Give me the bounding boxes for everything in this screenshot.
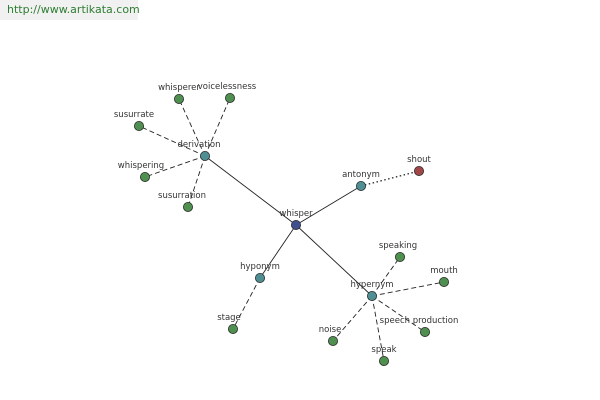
edge-hypernym-speak: [371, 295, 385, 362]
leaf-label-speech-production: speech production: [380, 316, 459, 326]
leaf-node-speech-production[interactable]: speech production: [380, 316, 459, 337]
leaf-label-mouth: mouth: [430, 266, 458, 276]
leaf-dot-whisperer[interactable]: [173, 94, 184, 105]
leaf-node-susurrate[interactable]: susurrate: [114, 110, 154, 132]
edge-derivation-whispering: [144, 155, 206, 178]
leaf-dot-voicelessness[interactable]: [224, 93, 235, 104]
leaf-label-speaking: speaking: [379, 241, 417, 251]
center-label-whisper: whisper: [279, 209, 313, 219]
leaf-dot-speak[interactable]: [378, 355, 389, 366]
leaf-label-whispering: whispering: [118, 161, 164, 171]
center-dot-whisper[interactable]: [290, 219, 301, 230]
edge-whisper-hypernym: [295, 224, 373, 297]
relation-node-hypernym[interactable]: hypernym: [350, 280, 394, 301]
relation-label-derivation: derivation: [177, 140, 220, 150]
leaf-dot-noise[interactable]: [327, 335, 338, 346]
leaf-node-voicelessness[interactable]: voicelessness: [198, 82, 257, 104]
leaf-node-whisperer[interactable]: whisperer: [158, 83, 200, 105]
relation-label-hyponym: hyponym: [240, 262, 280, 272]
edge-hypernym-mouth: [371, 281, 445, 297]
edge-whisper-hyponym: [259, 224, 297, 279]
leaf-label-speak: speak: [371, 345, 396, 355]
edge-derivation-voicelessness: [204, 97, 231, 157]
source-url[interactable]: http://www.artikata.com: [0, 0, 140, 20]
center-node-whisper[interactable]: whisper: [279, 209, 313, 230]
relation-dot-derivation[interactable]: [199, 150, 210, 161]
leaf-node-speak[interactable]: speak: [371, 345, 397, 366]
edge-whisper-antonym: [295, 185, 362, 226]
leaf-label-susurration: susurration: [158, 191, 206, 201]
leaf-dot-stage[interactable]: [227, 323, 238, 334]
leaf-dot-speaking[interactable]: [394, 251, 405, 262]
leaf-node-whispering[interactable]: whispering: [118, 161, 164, 182]
leaf-node-speaking[interactable]: speaking: [379, 241, 417, 262]
leaf-dot-susurration[interactable]: [182, 201, 193, 212]
edge-hypernym-noise: [332, 295, 373, 342]
leaf-label-stage: stage: [217, 313, 241, 323]
graph-edges: [138, 97, 445, 362]
edge-whisper-derivation: [204, 155, 297, 226]
leaf-label-susurrate: susurrate: [114, 110, 154, 120]
edge-derivation-whisperer: [178, 98, 206, 157]
relation-label-antonym: antonym: [342, 170, 380, 180]
leaf-label-whisperer: whisperer: [158, 83, 200, 93]
relation-node-antonym[interactable]: antonym: [342, 170, 380, 191]
edge-hypernym-speech-production: [371, 295, 426, 333]
leaf-node-noise[interactable]: noise: [319, 325, 342, 346]
leaf-label-noise: noise: [319, 325, 342, 335]
edge-derivation-susurration: [187, 155, 206, 208]
edge-hypernym-speaking: [371, 256, 401, 297]
leaf-node-susurration[interactable]: susurration: [158, 191, 206, 212]
leaf-node-mouth[interactable]: mouth: [430, 266, 458, 287]
relation-node-hyponym[interactable]: hyponym: [240, 262, 280, 283]
relation-dot-antonym[interactable]: [355, 180, 366, 191]
relation-label-hypernym: hypernym: [350, 280, 393, 290]
edge-derivation-susurrate: [138, 125, 206, 157]
leaf-node-shout[interactable]: shout: [407, 155, 432, 176]
leaf-dot-shout[interactable]: [413, 165, 424, 176]
relation-dot-hypernym[interactable]: [366, 290, 377, 301]
leaf-dot-whispering[interactable]: [139, 171, 150, 182]
leaf-label-voicelessness: voicelessness: [198, 82, 257, 92]
leaf-label-shout: shout: [407, 155, 431, 165]
relation-node-derivation[interactable]: derivation: [177, 140, 221, 161]
leaf-dot-mouth[interactable]: [438, 276, 449, 287]
relation-dot-hyponym[interactable]: [254, 272, 265, 283]
leaf-dot-susurrate[interactable]: [133, 121, 144, 132]
leaf-node-stage[interactable]: stage: [217, 313, 241, 334]
leaf-dot-speech-production[interactable]: [419, 326, 430, 337]
edge-hyponym-stage: [232, 277, 261, 330]
